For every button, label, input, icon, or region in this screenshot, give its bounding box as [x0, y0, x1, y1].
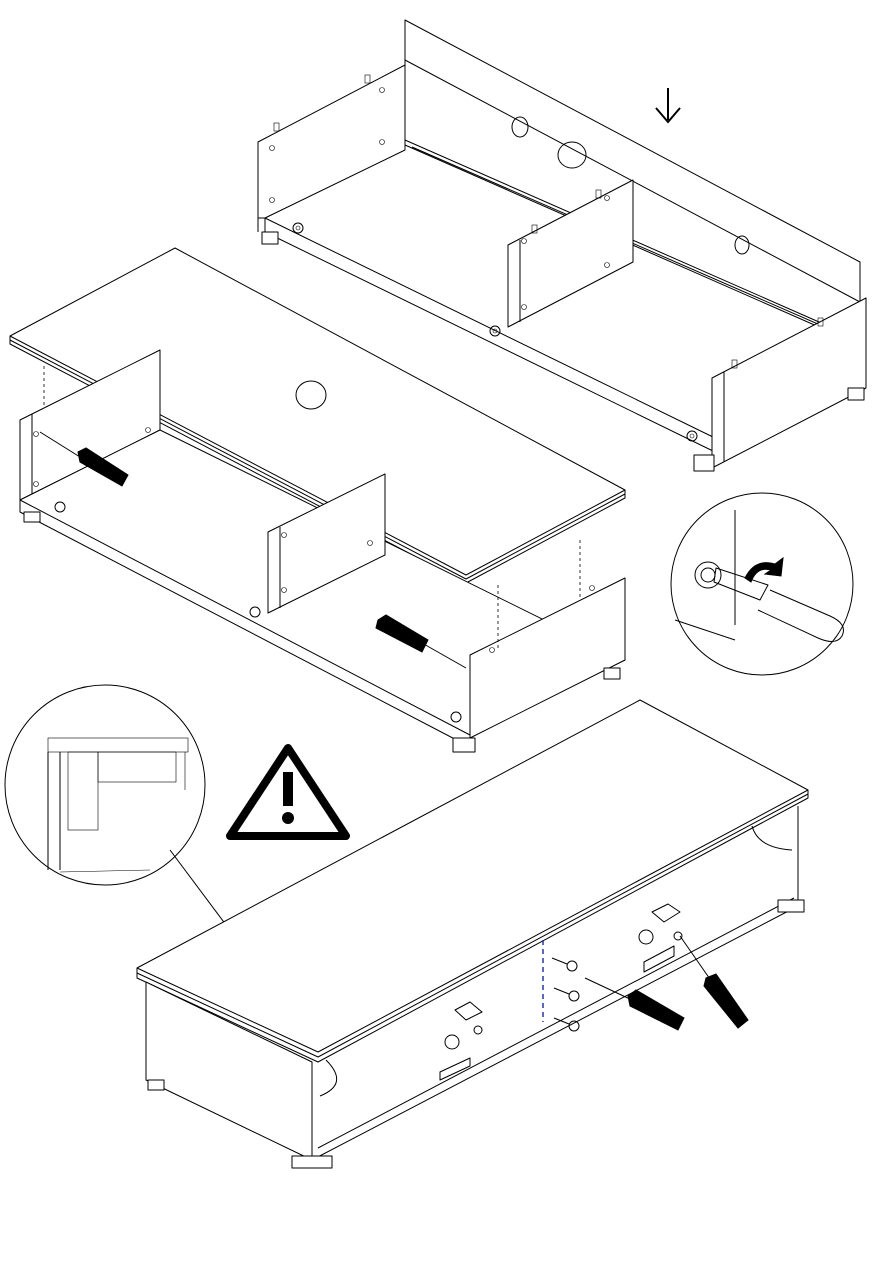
foot [24, 512, 40, 522]
foot [292, 1156, 332, 1168]
foot [453, 738, 475, 752]
arrow-down-icon [656, 88, 680, 122]
foot [848, 388, 864, 400]
rotation-arrow-icon [752, 826, 792, 850]
foot [148, 1080, 164, 1090]
step-3-back-fittings [5, 685, 808, 1168]
cam-lock-detail-icon [671, 493, 853, 675]
foot [694, 455, 714, 471]
rotation-arrow-icon [320, 1060, 337, 1096]
screwdriver-icon [585, 978, 684, 1030]
foot [604, 668, 620, 679]
warning-icon [230, 748, 346, 836]
top-panel-upside-down [137, 700, 808, 1052]
foot [778, 900, 804, 912]
foot [262, 232, 278, 244]
